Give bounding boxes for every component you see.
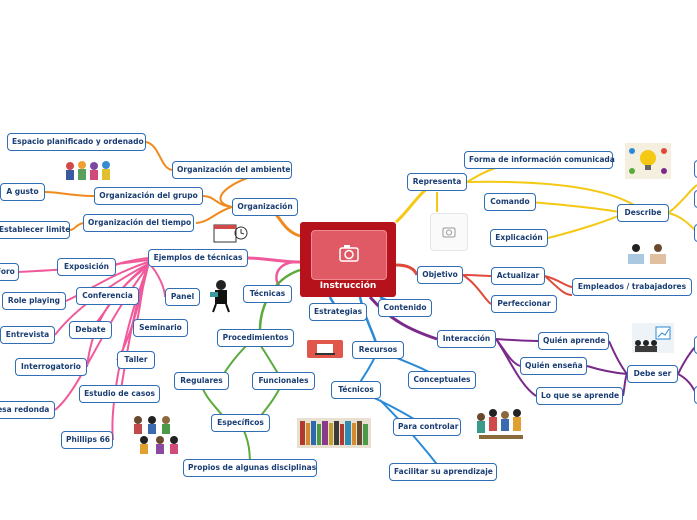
node-actualizar[interactable]: Actualizar	[491, 267, 545, 285]
link-interaccion	[368, 296, 438, 341]
link-espacio	[145, 141, 173, 171]
node-organizacion[interactable]: Organización	[232, 198, 298, 216]
node-offscreen-5[interactable]	[694, 386, 697, 404]
node-contenido[interactable]: Contenido	[378, 299, 432, 317]
node-exposicion[interactable]: Exposición	[57, 258, 116, 276]
node-role-playing[interactable]: Role playing	[2, 292, 66, 310]
node-offscreen-4[interactable]	[694, 336, 697, 354]
laptop-illustration	[307, 340, 343, 358]
node-recursos[interactable]: Recursos	[352, 341, 404, 359]
node-propios-disciplinas[interactable]: Propios de algunas disciplinas	[183, 459, 317, 477]
node-offscreen-1[interactable]	[694, 160, 697, 178]
calendar-illustration	[213, 224, 248, 243]
node-establecer-limite[interactable]: Establecer limite	[0, 221, 70, 239]
node-organizacion-grupo[interactable]: Organización del grupo	[94, 187, 203, 205]
node-a-gusto[interactable]: A gusto	[0, 183, 45, 201]
link-objetivo	[395, 263, 419, 276]
node-debate[interactable]: Debate	[69, 321, 112, 339]
link-ejemplos	[247, 256, 301, 264]
node-comando[interactable]: Comando	[484, 193, 536, 211]
node-para-controlar[interactable]: Para controlar	[393, 418, 461, 436]
node-lo-que-se-aprende[interactable]: Lo que se aprende	[536, 387, 623, 405]
link-agusto	[44, 191, 95, 197]
node-estudio-casos[interactable]: Estudio de casos	[79, 385, 160, 403]
node-objetivo[interactable]: Objetivo	[417, 266, 463, 284]
node-explicacion[interactable]: Explicación	[490, 229, 548, 247]
central-topic[interactable]: Instrucción	[300, 222, 396, 297]
ideas-illustration	[625, 143, 671, 179]
meeting-illustration	[477, 409, 523, 439]
people-group-illustration	[66, 161, 110, 180]
camera-icon	[442, 227, 456, 238]
node-conceptuales[interactable]: Conceptuales	[408, 371, 476, 389]
node-taller[interactable]: Taller	[117, 351, 155, 369]
speaker-illustration	[210, 280, 230, 313]
central-image	[311, 230, 387, 280]
bookshelf-illustration	[297, 418, 371, 448]
node-perfeccionar[interactable]: Perfeccionar	[491, 295, 557, 313]
image-placeholder	[430, 213, 468, 251]
node-offscreen-3[interactable]	[694, 224, 697, 242]
node-interrogatorio[interactable]: Interrogatorio	[15, 358, 87, 376]
audience-chart-illustration	[632, 323, 674, 353]
node-seminario[interactable]: Seminario	[133, 319, 188, 337]
link-establecer	[69, 222, 84, 231]
node-funcionales[interactable]: Funcionales	[252, 372, 315, 390]
node-offscreen-2[interactable]	[694, 190, 697, 208]
node-mesa-redonda[interactable]: Mesa redonda	[0, 401, 55, 419]
node-tecnicas[interactable]: Técnicas	[243, 285, 292, 303]
node-facilitar-aprendizaje[interactable]: Facilitar su aprendizaje	[389, 463, 497, 481]
node-entrevista[interactable]: Entrevista	[0, 326, 55, 344]
node-quien-aprende[interactable]: Quién aprende	[538, 332, 609, 350]
node-tecnicos[interactable]: Técnicos	[331, 381, 381, 399]
camera-icon	[339, 245, 359, 262]
node-foro[interactable]: Foro	[0, 263, 19, 281]
central-label: Instrucción	[319, 281, 377, 291]
node-empleados-trabajadores[interactable]: Empleados / trabajadores	[572, 278, 692, 296]
node-describe[interactable]: Describe	[617, 204, 669, 222]
link-org-tiempo	[195, 206, 233, 224]
node-organizacion-ambiente[interactable]: Organización del ambiente	[172, 161, 292, 179]
node-debe-ser[interactable]: Debe ser	[627, 365, 678, 383]
node-phillips-66[interactable]: Phillips 66	[61, 431, 113, 449]
node-regulares[interactable]: Regulares	[174, 372, 229, 390]
students-illustration	[134, 416, 178, 454]
workers-illustration	[628, 244, 666, 264]
node-ejemplos-tecnicas[interactable]: Ejemplos de técnicas	[148, 249, 248, 267]
node-representa[interactable]: Representa	[407, 173, 467, 191]
node-procedimientos[interactable]: Procedimientos	[217, 329, 294, 347]
node-forma-informacion[interactable]: Forma de información comunicada	[464, 151, 615, 169]
node-quien-ensena[interactable]: Quién enseña	[520, 357, 587, 375]
node-organizacion-tiempo[interactable]: Organización del tiempo	[83, 214, 194, 232]
link-org-grupo	[202, 195, 233, 208]
node-espacio-planificado[interactable]: Espacio planificado y ordenado	[7, 133, 146, 151]
node-conferencia[interactable]: Conferencia	[76, 287, 139, 305]
node-interaccion[interactable]: Interacción	[437, 330, 496, 348]
node-panel[interactable]: Panel	[165, 288, 200, 306]
node-estrategias[interactable]: Estrategias	[309, 303, 367, 321]
node-especificos[interactable]: Específicos	[211, 414, 270, 432]
